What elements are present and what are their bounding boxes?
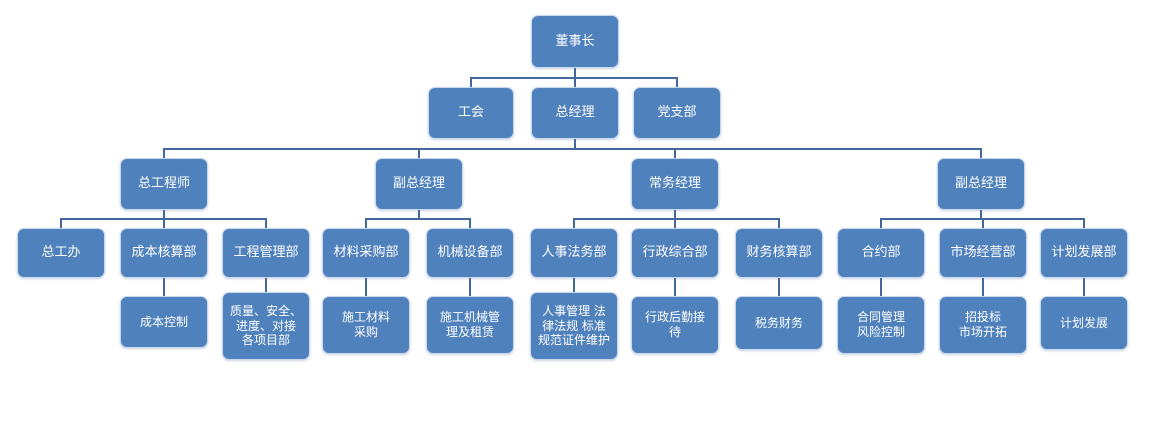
connector-line [365, 278, 367, 296]
org-node-eng-mgmt: 工程管理部 [222, 228, 310, 278]
connector-line [573, 278, 575, 292]
connector-line [60, 219, 62, 228]
org-node-machinery-equipment: 机械设备部 [426, 228, 514, 278]
org-node-exec-manager: 常务经理 [631, 158, 719, 210]
connector-line [778, 219, 780, 228]
connector-line [469, 219, 471, 228]
org-node-label: 材料采购部 [333, 245, 399, 261]
org-node-label: 合同管理 风险控制 [856, 310, 905, 339]
connector-line [265, 278, 267, 292]
org-node-quality-safety: 质量、安全、 进度、对接 各项目部 [222, 292, 310, 360]
connector-line [163, 149, 165, 158]
org-node-label: 董事长 [555, 33, 595, 49]
org-node-union: 工会 [428, 87, 514, 139]
org-node-plan-dev: 计划发展 [1040, 296, 1128, 350]
org-node-construction-material: 施工材料 采购 [322, 296, 410, 354]
org-node-admin-comprehensive: 行政综合部 [631, 228, 719, 278]
connector-line [674, 278, 676, 296]
org-node-label: 人事管理 法 律法规 标准 规范证件维护 [537, 304, 610, 348]
connector-line [880, 278, 882, 296]
connector-line [982, 219, 984, 228]
org-node-contract-risk: 合同管理 风险控制 [837, 296, 925, 354]
org-node-chairman: 董事长 [531, 15, 619, 68]
org-node-label: 税务财务 [754, 315, 803, 330]
connector-line [418, 149, 420, 158]
org-node-finance-accounting: 财务核算部 [735, 228, 823, 278]
connector-line [982, 278, 984, 296]
org-node-label: 合约部 [861, 245, 901, 261]
connector-line [1083, 219, 1085, 228]
connector-line [980, 210, 982, 219]
connector-line [163, 278, 165, 296]
org-node-label: 行政后勤接 待 [644, 310, 705, 339]
connector-line [365, 219, 367, 228]
connector-line [674, 210, 676, 219]
connector-line [469, 278, 471, 296]
connector-line [980, 149, 982, 158]
org-node-deputy-gm-1: 副总经理 [375, 158, 463, 210]
connector-line [674, 219, 676, 228]
org-node-label: 施工机械管 理及租赁 [439, 310, 500, 339]
org-node-market-operation: 市场经营部 [939, 228, 1027, 278]
connector-line [1083, 278, 1085, 296]
org-node-label: 质量、安全、 进度、对接 各项目部 [229, 304, 302, 348]
connector-line [674, 149, 676, 158]
org-node-label: 财务核算部 [746, 245, 812, 261]
org-node-label: 成本核算部 [131, 245, 197, 261]
connector-line [163, 148, 982, 150]
org-node-label: 成本控制 [139, 314, 188, 329]
connector-line [365, 218, 471, 220]
org-node-contract: 合约部 [837, 228, 925, 278]
org-node-label: 总工程师 [137, 176, 190, 192]
org-node-label: 机械设备部 [437, 245, 503, 261]
connector-line [880, 219, 882, 228]
org-node-label: 副总经理 [954, 176, 1007, 192]
org-node-label: 工程管理部 [233, 245, 299, 261]
connector-line [573, 218, 780, 220]
org-node-label: 行政综合部 [642, 245, 708, 261]
org-node-chief-engineer: 总工程师 [120, 158, 208, 210]
org-node-hr-mgmt: 人事管理 法 律法规 标准 规范证件维护 [530, 292, 618, 360]
org-node-label: 计划发展部 [1051, 245, 1117, 261]
org-node-chief-office: 总工办 [17, 228, 105, 278]
connector-line [574, 68, 576, 78]
org-node-cost-accounting: 成本核算部 [120, 228, 208, 278]
org-node-material-procurement: 材料采购部 [322, 228, 410, 278]
connector-line [573, 219, 575, 228]
org-node-label: 工会 [457, 105, 484, 121]
org-node-hr-legal: 人事法务部 [530, 228, 618, 278]
org-node-label: 党支部 [657, 105, 697, 121]
org-node-label: 总经理 [555, 105, 595, 121]
org-node-machinery-mgmt: 施工机械管 理及租赁 [426, 296, 514, 354]
org-node-label: 市场经营部 [950, 245, 1016, 261]
org-node-planning-development: 计划发展部 [1040, 228, 1128, 278]
connector-line [470, 78, 472, 87]
org-node-label: 总工办 [41, 245, 81, 261]
org-node-label: 常务经理 [648, 176, 701, 192]
org-node-deputy-gm-2: 副总经理 [937, 158, 1025, 210]
org-node-party: 党支部 [633, 87, 721, 139]
org-node-label: 施工材料 采购 [341, 310, 390, 339]
org-node-gm: 总经理 [531, 87, 619, 139]
connector-line [265, 219, 267, 228]
connector-line [574, 139, 576, 149]
org-node-label: 副总经理 [392, 176, 445, 192]
org-node-label: 人事法务部 [541, 245, 607, 261]
connector-line [163, 210, 165, 219]
connector-line [676, 78, 678, 87]
connector-line [163, 219, 165, 228]
connector-line [574, 78, 576, 87]
org-node-bidding-market: 招投标 市场开拓 [939, 296, 1027, 354]
org-node-cost-control: 成本控制 [120, 296, 208, 348]
org-node-tax-finance: 税务财务 [735, 296, 823, 350]
connector-line [778, 278, 780, 296]
org-node-label: 计划发展 [1059, 315, 1108, 330]
org-node-admin-logistics: 行政后勤接 待 [631, 296, 719, 354]
connector-line [418, 210, 420, 219]
org-node-label: 招投标 市场开拓 [958, 310, 1007, 339]
